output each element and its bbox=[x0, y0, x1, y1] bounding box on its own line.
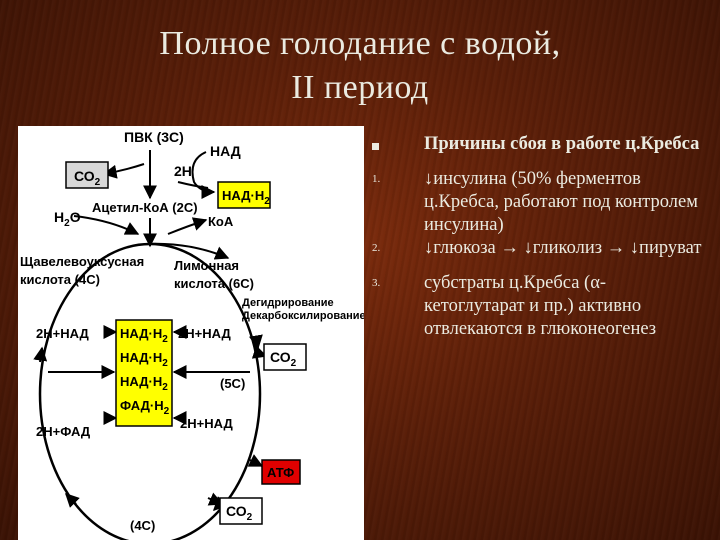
co2-bottom-box bbox=[219, 497, 263, 525]
label-nadh-3: НАД·Н2 bbox=[120, 374, 168, 393]
label-atf: АТФ bbox=[267, 465, 294, 480]
label-acetyl: Ацетил-КоА (2С) bbox=[92, 200, 198, 215]
arrow-co2-out bbox=[102, 163, 145, 179]
list-marker-2: 2. bbox=[372, 242, 381, 254]
label-2h-nad-low: 2Н+НАД bbox=[180, 416, 233, 431]
label-2h-fad: 2Н+ФАД bbox=[36, 424, 91, 439]
slide-title-line2: II период bbox=[291, 69, 429, 106]
label-h2o: Н2О bbox=[54, 209, 81, 229]
arrow-2h bbox=[177, 181, 209, 189]
list-item-2: 2. ↓глюкоза → ↓гликолиз → ↓пируват bbox=[362, 237, 702, 260]
krebs-failure-reasons-list: Причины сбоя в работе ц.Кребса 1. ↓инсул… bbox=[362, 133, 702, 341]
list-item-3: 3. субстраты ц.Кребса (α-кетоглутарат и … bbox=[362, 272, 702, 341]
label-nadh-top: НАД·Н2 bbox=[222, 188, 270, 207]
label-2h-nad-left: 2Н+НАД bbox=[36, 326, 89, 341]
co2-mid-box bbox=[263, 343, 307, 371]
label-fadh: ФАД·Н2 bbox=[120, 398, 170, 417]
arrow-cycle-top bbox=[145, 242, 230, 260]
label-4c-bottom: (4С) bbox=[130, 518, 155, 533]
label-dehydro: Дегидрирование bbox=[242, 297, 334, 309]
nadh-central-box bbox=[115, 319, 173, 427]
label-co2-bottom: СО2 bbox=[226, 503, 253, 523]
atf-box bbox=[261, 459, 301, 485]
list-marker-3: 3. bbox=[372, 277, 381, 289]
arrow-cycle-left bbox=[33, 346, 48, 363]
label-2h: 2Н bbox=[174, 163, 192, 179]
co2-top-box bbox=[65, 161, 109, 189]
bullet-square-icon bbox=[372, 143, 379, 150]
label-nadh-2: НАД·Н2 bbox=[120, 350, 168, 369]
slide-title-line1: Полное голодание с водой, bbox=[159, 25, 561, 62]
label-decarb: Декарбоксилирование bbox=[242, 310, 364, 322]
arrow-nad-curve bbox=[191, 151, 216, 199]
list-item-3-text: субстраты ц.Кребса (α-кетоглутарат и пр.… bbox=[424, 273, 657, 339]
label-co2-top: СО2 bbox=[74, 168, 101, 188]
list-item-2-text: ↓глюкоза → ↓гликолиз → ↓пируват bbox=[424, 238, 702, 258]
label-co2-mid: СО2 bbox=[270, 349, 297, 369]
label-nad-top: НАД bbox=[210, 143, 241, 159]
label-oxaloacetate-1: Щавелевоуксусная bbox=[20, 254, 144, 269]
label-koa: КоА bbox=[208, 214, 234, 229]
label-citric-1: Лимонная bbox=[174, 258, 239, 273]
arrow-atf bbox=[247, 454, 264, 467]
label-oxaloacetate-2: кислота (4С) bbox=[20, 272, 100, 287]
label-2h-nad-right: 2Н+НАД bbox=[178, 326, 231, 341]
list-item-1: 1. ↓инсулина (50% ферментов ц.Кребса, ра… bbox=[362, 168, 702, 237]
list-marker-1: 1. bbox=[372, 173, 381, 185]
list-heading-text: Причины сбоя в работе ц.Кребса bbox=[424, 134, 700, 154]
list-item-1-text: ↓инсулина (50% ферментов ц.Кребса, работ… bbox=[424, 169, 698, 235]
arrow-koa-out bbox=[167, 217, 208, 235]
list-heading-item: Причины сбоя в работе ц.Кребса bbox=[362, 133, 702, 156]
label-5c: (5С) bbox=[220, 376, 245, 391]
arrow-h2o-in bbox=[73, 215, 140, 235]
label-pvk: ПВК (3С) bbox=[124, 129, 184, 145]
krebs-cycle-diagram: ПВК (3С) НАД СО2 2Н НАД·Н2 Н2О Ацетил-Ко… bbox=[18, 126, 364, 540]
label-citric-2: кислота (6С) bbox=[174, 276, 254, 291]
label-nadh-1: НАД·Н2 bbox=[120, 326, 168, 345]
arrow-cycle-bottom-left bbox=[65, 493, 80, 508]
nadh-top-box bbox=[217, 181, 271, 209]
krebs-cycle-svg: ПВК (3С) НАД СО2 2Н НАД·Н2 Н2О Ацетил-Ко… bbox=[20, 129, 364, 540]
slide-title: Полное голодание с водой, II период bbox=[60, 22, 660, 110]
